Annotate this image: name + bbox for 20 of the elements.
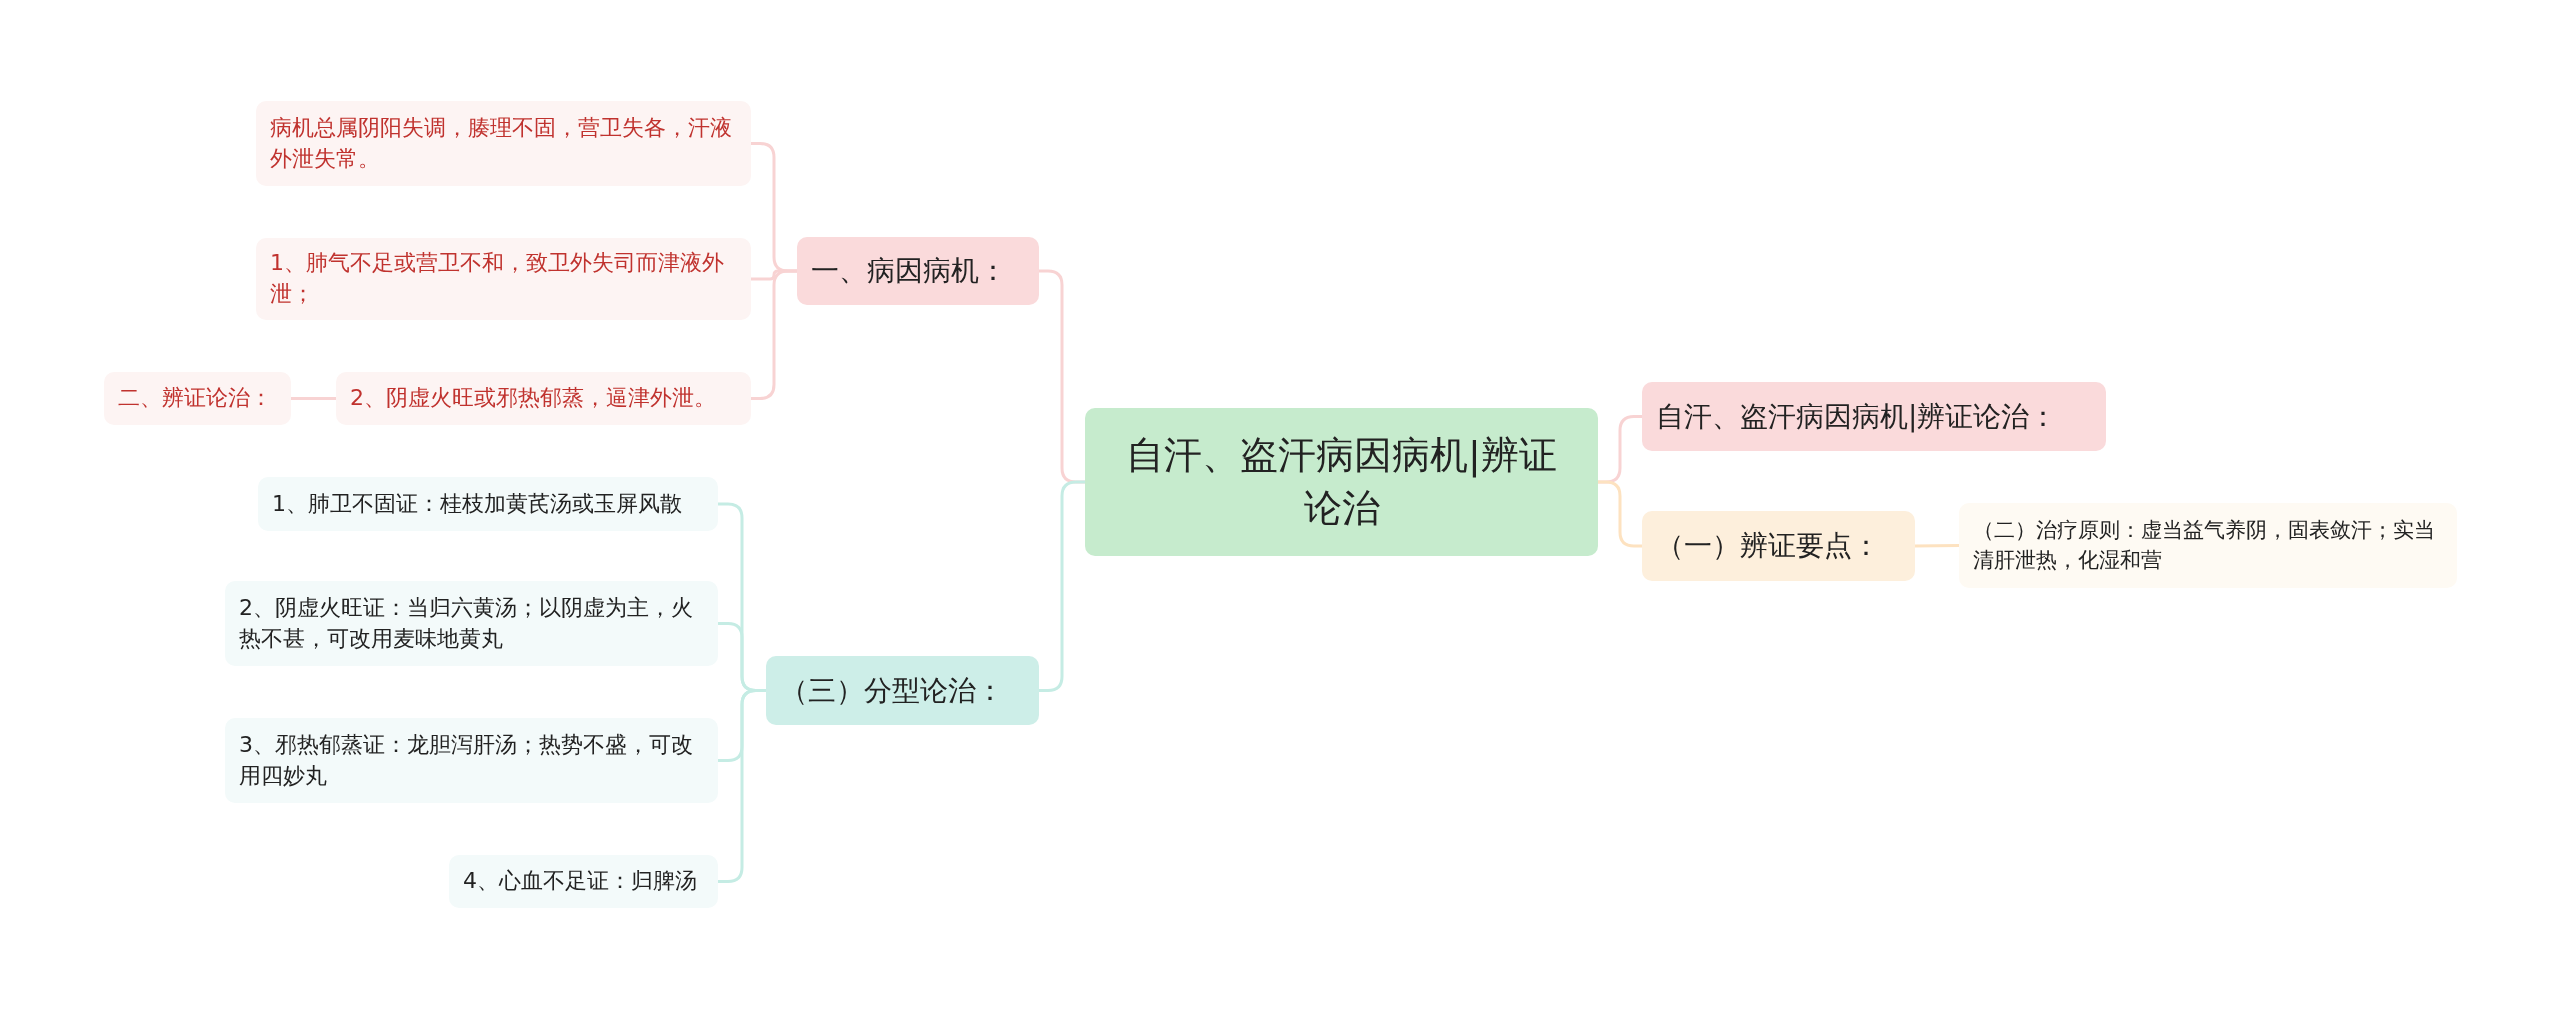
subtopic-box: 二、辨证论治： (104, 372, 291, 425)
subtopic-box: 4、心血不足证：归脾汤 (449, 855, 718, 908)
connector-line (718, 689, 766, 883)
topic-box: 自汗、盗汗病因病机|辨证论治： (1642, 382, 2106, 451)
topic-box: （一）辨证要点： (1642, 511, 1915, 581)
subtopic-box: 2、阴虚火旺或邪热郁蒸，逼津外泄。 (336, 372, 751, 425)
connector-line (751, 269, 797, 400)
subtopic-box: 病机总属阴阳失调，腠理不固，营卫失各，汗液外泄失常。 (256, 101, 751, 186)
subtopic-box: 1、肺卫不固证：桂枝加黄芪汤或玉屏风散 (258, 477, 718, 531)
subtopic-box: 1、肺气不足或营卫不和，致卫外失司而津液外泄； (256, 238, 751, 320)
subtopic-box: 3、邪热郁蒸证：龙胆泻肝汤；热势不盛，可改用四妙丸 (225, 718, 718, 803)
connector-line (1598, 480, 1642, 548)
subtopic-box: （二）治疗原则：虚当益气养阴，固表敛汗；实当清肝泄热，化湿和营 (1959, 503, 2457, 588)
connector-line (1915, 544, 1959, 548)
root-topic-box: 自汗、盗汗病因病机|辨证论治 (1085, 408, 1598, 556)
connector-line (291, 397, 336, 400)
connector-line (1039, 480, 1085, 692)
topic-box: 一、病因病机： (797, 237, 1039, 305)
subtopic-box: 2、阴虚火旺证：当归六黄汤；以阴虚为主，火热不甚，可改用麦味地黄丸 (225, 581, 718, 666)
topic-box: （三）分型论治： (766, 656, 1039, 725)
